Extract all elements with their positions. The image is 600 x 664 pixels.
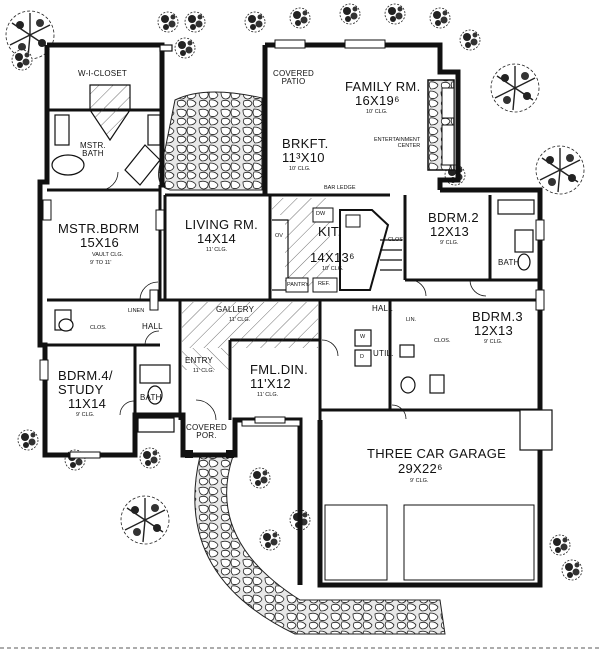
master-bedroom-name: MSTR.BDRM bbox=[58, 221, 140, 236]
door-swings bbox=[99, 171, 487, 421]
breakfast-size: 11³X10 bbox=[282, 150, 325, 165]
formal-dining-size: 11'X12 bbox=[250, 376, 291, 391]
linen-right-label: LIN. bbox=[406, 317, 417, 323]
bedroom3-closet: CLOS. bbox=[434, 338, 451, 344]
garage-doors bbox=[324, 504, 535, 581]
family-room-name: FAMILY RM. bbox=[345, 79, 421, 94]
garage-size: 29X22⁶ bbox=[398, 461, 443, 476]
entry-ceiling: 11' CLG. bbox=[193, 368, 215, 374]
bedroom3-size: 12X13 bbox=[474, 323, 514, 338]
kitchen-size: 14X13⁶ bbox=[310, 250, 355, 265]
dryer-label: D bbox=[360, 354, 364, 360]
living-room-ceiling: 11' CLG. bbox=[206, 247, 228, 253]
family-room-size: 16X19⁶ bbox=[355, 93, 400, 108]
master-bath-fixtures bbox=[51, 44, 173, 186]
hall-left-label: HALL bbox=[142, 322, 163, 331]
bath-left-label: BATH bbox=[140, 393, 162, 402]
bedroom4-name: BDRM.4/ STUDY bbox=[58, 368, 113, 397]
refrigerator-label: REF. bbox=[318, 281, 330, 287]
hall-right-label: HALL bbox=[372, 304, 393, 313]
master-bath-label: MSTR. BATH bbox=[80, 141, 106, 159]
stone-patio bbox=[158, 91, 263, 191]
breakfast-ceiling: 10' CLG. bbox=[289, 166, 311, 172]
bedroom2-size: 12X13 bbox=[430, 224, 470, 239]
kitchen-island bbox=[339, 209, 390, 291]
bedroom4-size: 11X14 bbox=[68, 396, 107, 411]
gallery-label: GALLERY bbox=[216, 305, 255, 314]
master-bedroom-ceiling: VAULT CLG. bbox=[92, 252, 124, 258]
covered-porch-label: COVERED POR. bbox=[186, 423, 227, 441]
bath-right-label: BATH bbox=[498, 258, 520, 267]
bath-fixtures bbox=[54, 199, 535, 433]
bedroom2-name: BDRM.2 bbox=[428, 210, 479, 225]
bedroom2-ceiling: 9' CLG. bbox=[440, 240, 459, 246]
gallery-floor bbox=[182, 302, 318, 348]
kitchen-name: KIT. bbox=[318, 224, 342, 239]
formal-dining-name: FML.DIN. bbox=[250, 362, 309, 377]
hall-steps bbox=[380, 239, 402, 271]
master-bedroom-size: 15X16 bbox=[80, 235, 120, 250]
covered-patio-label: COVERED PATIO bbox=[273, 69, 314, 87]
entertainment-center-label: ENTERTAINMENT CENTER bbox=[374, 137, 421, 149]
master-bedroom-ceiling2: 9' TO 11' bbox=[90, 260, 112, 266]
windows bbox=[39, 39, 545, 459]
oven-label: OV bbox=[275, 233, 283, 239]
linen-left-label: LINEN bbox=[128, 308, 145, 314]
bedroom4-ceiling: 9' CLG. bbox=[76, 412, 95, 418]
formal-dining-ceiling: 11' CLG. bbox=[257, 392, 279, 398]
utility-label: UTIL. bbox=[373, 349, 394, 358]
garage-name: THREE CAR GARAGE bbox=[367, 446, 507, 461]
garage-ceiling: 9' CLG. bbox=[410, 478, 429, 484]
kitchen-ceiling: 10' CLG. bbox=[322, 266, 344, 272]
closet-left-label: CLOS. bbox=[90, 325, 107, 331]
bedroom3-name: BDRM.3 bbox=[472, 309, 523, 324]
living-room-name: LIVING RM. bbox=[185, 217, 259, 232]
wi-closet-label: W-I-CLOSET bbox=[78, 69, 127, 78]
bar-ledge-label: BAR LEDGE bbox=[324, 185, 356, 191]
breakfast-name: BRKFT. bbox=[282, 136, 329, 151]
living-room-size: 14X14 bbox=[197, 231, 237, 246]
washer-label: W bbox=[360, 334, 366, 340]
family-room-ceiling: 10' CLG. bbox=[366, 109, 388, 115]
dishwasher-label: DW bbox=[316, 211, 326, 217]
bedroom3-ceiling: 9' CLG. bbox=[484, 339, 503, 345]
front-walk bbox=[194, 455, 446, 635]
pantry-label: PANTRY bbox=[287, 282, 309, 288]
gallery-ceiling: 11' CLG. bbox=[229, 317, 251, 323]
bedroom2-closet: CLOS. bbox=[388, 237, 405, 243]
entry-label: ENTRY bbox=[185, 356, 213, 365]
